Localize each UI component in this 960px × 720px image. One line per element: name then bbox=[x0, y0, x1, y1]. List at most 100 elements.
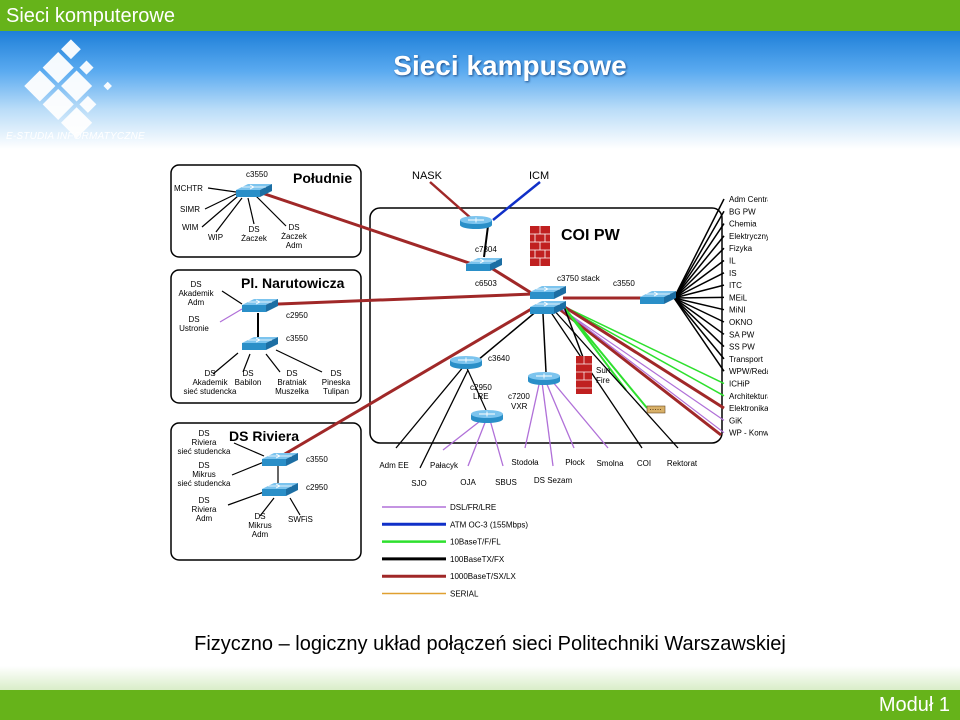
right-node-12: SS PW bbox=[729, 343, 755, 352]
link-bottom-10 bbox=[551, 307, 679, 449]
router-c7304-icon bbox=[459, 215, 493, 230]
slide-title: Sieci kampusowe bbox=[393, 50, 627, 81]
link-green-extra bbox=[562, 305, 627, 391]
link-green-modem bbox=[562, 305, 648, 409]
right-node-19: WP - Konwiktorska bbox=[729, 429, 768, 438]
router-c7200-icon bbox=[527, 371, 561, 386]
switch-nar-c2950-icon bbox=[241, 298, 279, 313]
nar-ds-ustronie-0: DS bbox=[188, 315, 199, 324]
bottom-node-1: SJO bbox=[411, 479, 427, 488]
legend-label-3: 100BaseTX/FX bbox=[450, 555, 505, 564]
bottom-node-6: DS Sezam bbox=[534, 476, 573, 485]
link-right-9 bbox=[673, 297, 725, 311]
bottom-bar: Moduł 1 bbox=[0, 690, 960, 720]
label-sunfire-2: Fire bbox=[596, 376, 610, 385]
riv-ds-mikrus-adm-0: DS bbox=[254, 512, 265, 521]
right-node-4: Fizyka bbox=[729, 244, 753, 253]
right-node-7: ITC bbox=[729, 281, 742, 290]
legend-label-0: DSL/FR/LRE bbox=[450, 503, 496, 512]
bottom-node-8: Smolna bbox=[596, 459, 624, 468]
right-node-3: Elektryczny bbox=[729, 232, 768, 241]
nar-ds-bratniak-0: DS bbox=[286, 369, 297, 378]
nar-ds-akademik-siec-1: Akademik bbox=[192, 378, 228, 387]
link-right-2 bbox=[673, 223, 725, 299]
riv-ds-mikrus-siec-2: sieć studencka bbox=[178, 479, 231, 488]
legend-label-4: 1000BaseT/SX/LX bbox=[450, 572, 516, 581]
link-right-0 bbox=[673, 198, 725, 299]
nar-ds-babilon-0: DS bbox=[242, 369, 253, 378]
nar-ds-akademik-adm-2: Adm bbox=[188, 298, 205, 307]
label-c7304: c7304 bbox=[475, 245, 497, 254]
icm-label: ICM bbox=[529, 170, 549, 182]
link-bottom-9 bbox=[547, 307, 643, 449]
nar-ds-bratniak-2: Muszelka bbox=[275, 387, 309, 396]
right-node-6: IS bbox=[729, 269, 737, 278]
poludnie-links bbox=[201, 187, 287, 233]
area-poludnie-label: Południe bbox=[293, 170, 352, 186]
bottom-node-10: Rektorat bbox=[667, 459, 698, 468]
link-nask bbox=[429, 181, 474, 221]
riv-ds-mikrus-siec-0: DS bbox=[198, 461, 209, 470]
stack-switch-1-icon bbox=[529, 285, 567, 300]
router-c3640-icon bbox=[449, 355, 483, 370]
right-node-1: BG PW bbox=[729, 207, 756, 216]
right-node-14: WPW/Redakcja bbox=[729, 367, 768, 376]
riv-swfis: SWFiS bbox=[288, 515, 313, 524]
poludnie-node-1: SIMR bbox=[180, 205, 200, 214]
nar-ds-pineska-2: Tulipan bbox=[323, 387, 349, 396]
poludnie-ds-zaczek-1: Żaczek bbox=[241, 234, 268, 243]
label-coi-switch: c3550 bbox=[613, 279, 635, 288]
poludnie-node-0: MCHTR bbox=[174, 184, 203, 193]
nar-ds-ustronie-1: Ustronie bbox=[179, 324, 209, 333]
nask-label: NASK bbox=[412, 170, 443, 182]
nar-ds-akademik-siec-2: sieć studencka bbox=[184, 387, 237, 396]
poludnie-node-3: WIP bbox=[208, 233, 223, 242]
poludnie-ds-zaczek-adm-2: Adm bbox=[286, 241, 303, 250]
right-node-8: MEiL bbox=[729, 293, 748, 302]
link-right-4 bbox=[673, 247, 725, 299]
label-c6503: c6503 bbox=[475, 279, 497, 288]
nar-ds-bratniak-1: Bratniak bbox=[277, 378, 307, 387]
label-sunfire-1: Sun bbox=[596, 366, 610, 375]
right-node-18: GiK bbox=[729, 416, 743, 425]
right-node-10: OKNO bbox=[729, 318, 753, 327]
bottom-node-7: Płock bbox=[565, 458, 586, 467]
riv-ds-mikrus-adm-1: Mikrus bbox=[248, 521, 272, 530]
right-node-13: Transport bbox=[729, 355, 764, 364]
legend-label-5: SERIAL bbox=[450, 590, 479, 599]
link-right-1 bbox=[673, 210, 725, 299]
firewall-icon bbox=[530, 226, 550, 266]
area-riviera-label: DS Riviera bbox=[229, 428, 299, 444]
link-bottom-6 bbox=[541, 381, 554, 467]
switch-nar-c3550-icon bbox=[241, 336, 279, 351]
riv-ds-riviera-siec-0: DS bbox=[198, 429, 209, 438]
switch-coi-c3550-icon bbox=[639, 290, 677, 305]
coi-right-fan bbox=[562, 198, 725, 434]
link-right-3 bbox=[673, 235, 725, 299]
link-right-11 bbox=[673, 297, 725, 335]
area-coi-label: COI PW bbox=[561, 227, 621, 244]
bottom-node-5: Stodoła bbox=[511, 458, 539, 467]
link-c3640-stack bbox=[477, 309, 539, 361]
narutowicza-links bbox=[212, 290, 323, 375]
link-right-8 bbox=[673, 296, 725, 299]
bottom-band bbox=[0, 666, 960, 692]
link-c3640-lre bbox=[465, 365, 487, 411]
poludnie-ds-zaczek-adm-1: Żaczek bbox=[281, 232, 308, 241]
link-right-13 bbox=[673, 297, 725, 360]
link-right-16 bbox=[562, 305, 725, 397]
link-bottom-8 bbox=[551, 380, 609, 449]
link-right-5 bbox=[673, 259, 725, 299]
modem-icon bbox=[646, 405, 666, 414]
bottom-node-0: Adm EE bbox=[379, 461, 408, 470]
riv-ds-riviera-adm-1: Riviera bbox=[192, 505, 217, 514]
link-right-14 bbox=[673, 297, 725, 372]
link-icm bbox=[492, 181, 541, 221]
stack-switch-2-icon bbox=[529, 300, 567, 315]
poludnie-ds-zaczek-adm-0: DS bbox=[288, 223, 299, 232]
link-bottom-5 bbox=[524, 379, 541, 449]
nar-ds-babilon-1: Babilon bbox=[235, 378, 262, 387]
coi-bottom-fan bbox=[395, 307, 679, 469]
riv-ds-riviera-siec-2: sieć studencka bbox=[178, 447, 231, 456]
nar-ds-pineska-1: Pineska bbox=[322, 378, 351, 387]
